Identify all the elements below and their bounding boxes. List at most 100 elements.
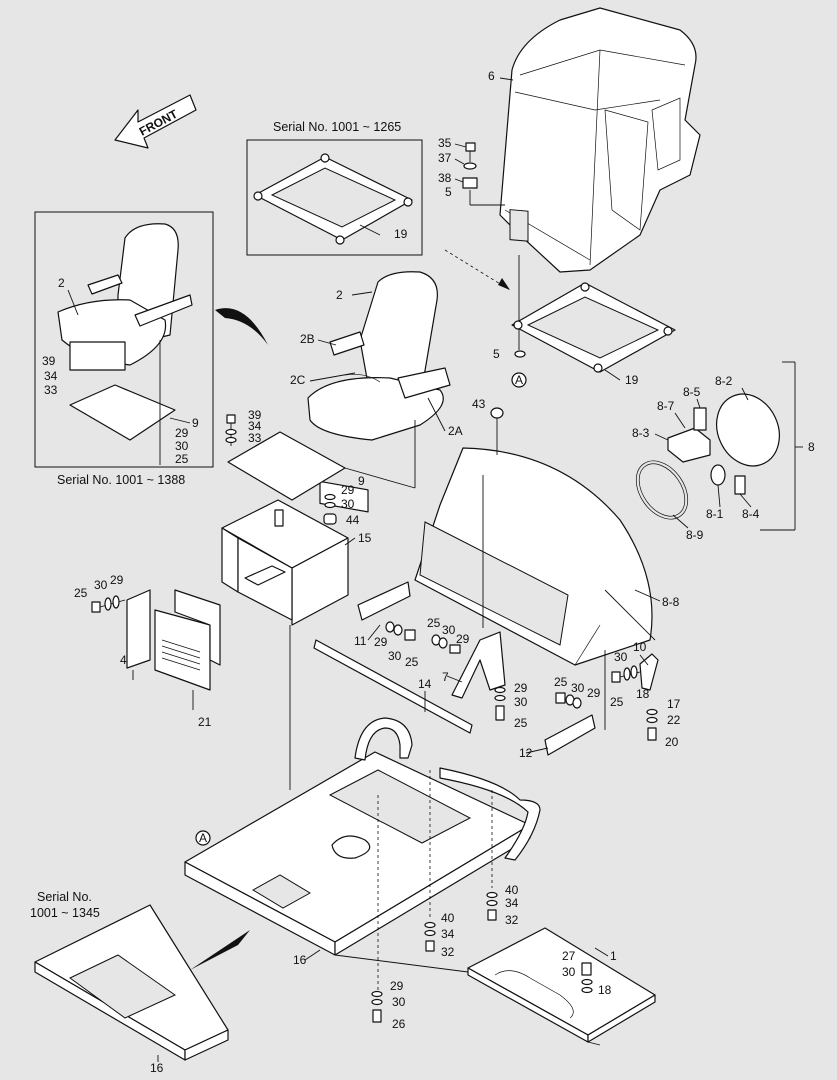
callout: 32: [441, 945, 455, 959]
inset-frame-19-part: [253, 153, 413, 245]
callout: 16: [293, 953, 307, 967]
callout: 18: [598, 983, 612, 997]
callout: 38: [438, 171, 452, 185]
inset-pointer-arrow-1: [215, 308, 268, 345]
callout: 14: [418, 677, 432, 691]
rail-part: [439, 767, 541, 861]
callout: 29: [374, 635, 388, 649]
callout: 2C: [290, 373, 306, 387]
bolt-39-34-33-stack: [225, 414, 237, 446]
caption-serial-1388: Serial No. 1001 ~ 1388: [57, 473, 185, 487]
bolt-30-25-right: [611, 665, 641, 683]
callout: 22: [667, 713, 681, 727]
bolt-25-30-29-lower: [555, 692, 582, 709]
callout: 30: [392, 995, 406, 1009]
callout: 1: [610, 949, 617, 963]
callout: 30: [514, 695, 528, 709]
callout: 25: [405, 655, 419, 669]
callout: 25: [175, 452, 189, 466]
callout: 29: [175, 426, 189, 440]
callout: 16: [150, 1061, 164, 1075]
callout: 32: [505, 913, 519, 927]
callout: 2A: [448, 424, 463, 438]
seat-bracket-15-part: [221, 499, 349, 626]
reference-a-marker-2: [195, 830, 211, 846]
callout: 15: [358, 531, 372, 545]
bracket-10-part: [639, 653, 659, 691]
callout: 40: [441, 911, 455, 925]
callout: 30: [341, 497, 355, 511]
panel-4-part: [126, 589, 151, 669]
callout: 8-2: [715, 374, 733, 388]
callout: 6: [488, 69, 495, 83]
callout: 43: [472, 397, 486, 411]
callout: 29: [110, 573, 124, 587]
bolt-35-37-38-stack: [462, 142, 505, 206]
bracket-12-part: [544, 714, 596, 756]
callout: 8-3: [632, 426, 650, 440]
callout: 25: [554, 675, 568, 689]
inset-pointer-arrow-2: [190, 930, 250, 970]
callout: 44: [346, 513, 360, 527]
callout: 12: [519, 746, 533, 760]
callout: 11: [354, 634, 367, 648]
callout: 8-8: [662, 595, 680, 609]
cab-part: [499, 7, 701, 273]
bolt-17-22-20-stack: [646, 708, 658, 741]
caption-serial-1345-line2: 1001 ~ 1345: [30, 906, 100, 920]
callout: 29: [514, 681, 528, 695]
callout: 25: [514, 716, 528, 730]
callout: 8-9: [686, 528, 704, 542]
callout: 39: [42, 354, 56, 368]
callout: 34: [441, 927, 455, 941]
callout: 30: [94, 578, 108, 592]
arrow-frame-to-cab: [444, 249, 511, 291]
callout: 30: [388, 649, 402, 663]
callout: 34: [505, 896, 519, 910]
callout: 34: [44, 369, 58, 383]
callout-labels: 6 35 37 38 5 19 2 2 2B 2C 2A 5 A 19 39 3…: [30, 69, 815, 1075]
callout: 19: [625, 373, 639, 387]
callout: 17: [667, 697, 681, 711]
callout: 33: [248, 431, 262, 445]
operator-seat-part: [307, 271, 451, 513]
callout: 29: [341, 483, 355, 497]
callout: 30: [442, 623, 456, 637]
bolt-25-30-29-left: [91, 595, 126, 613]
callout: 8: [808, 440, 815, 454]
floor-plate-16-serial-1345: [34, 904, 229, 1061]
strip-14-part: [313, 639, 473, 734]
callout: 19: [394, 227, 408, 241]
callout: 40: [505, 883, 519, 897]
bolt-29-30-26-stack: [371, 990, 383, 1023]
callout: 26: [392, 1017, 406, 1031]
callout: 25: [610, 695, 624, 709]
leader-lines: [67, 77, 752, 1062]
arrowhead-icon: [498, 278, 510, 290]
callout: 29: [587, 686, 601, 700]
caption-serial-1345-line1: Serial No.: [37, 890, 92, 904]
mount-frame-19-part: [511, 282, 676, 373]
bolt-40-34-32-right: [486, 891, 498, 921]
callout: 5: [445, 185, 452, 199]
callout: 20: [665, 735, 679, 749]
callout: 30: [614, 650, 628, 664]
callout: 7: [442, 670, 449, 684]
callout: 29: [456, 632, 470, 646]
seat-stand-cover-8-8: [414, 447, 653, 666]
handrail-part: [354, 717, 413, 761]
callout: 2B: [300, 332, 315, 346]
bracket-11-part: [357, 581, 411, 621]
callout: 39: [248, 408, 262, 422]
callout: 8-7: [657, 399, 675, 413]
callout: 29: [390, 979, 404, 993]
floor-plate-16-part: [184, 751, 531, 956]
callout: 8-5: [683, 385, 701, 399]
reference-a-marker-1: [511, 372, 527, 388]
bolt-29-30-25-mid: [385, 621, 506, 721]
lid-assembly-8-part: [635, 393, 780, 520]
callout: A: [515, 373, 523, 387]
callout: 18: [636, 687, 650, 701]
callout: 25: [74, 586, 88, 600]
